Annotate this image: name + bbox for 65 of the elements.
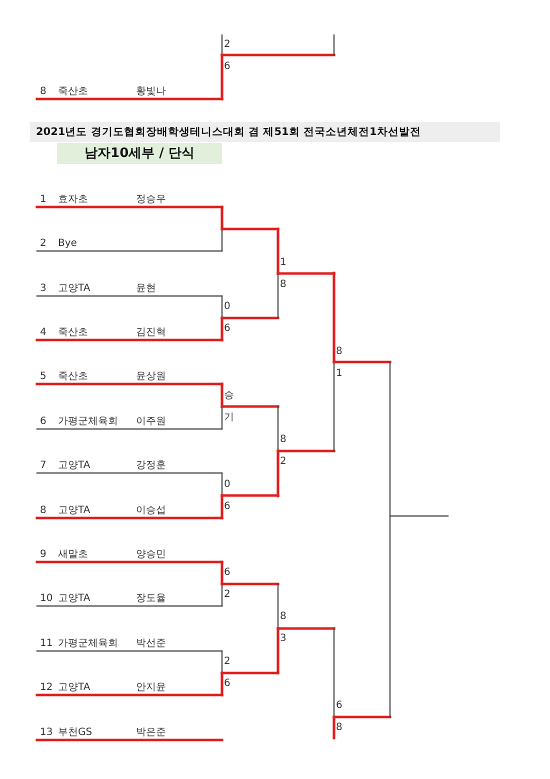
player-name: 윤상원: [136, 371, 166, 383]
match-score: 2: [224, 39, 230, 51]
match-score: 1: [336, 368, 342, 380]
player-name: 이주원: [136, 416, 166, 428]
seed-number: 2: [40, 238, 46, 250]
school-name: 고양TA: [58, 682, 90, 694]
seed-number: 6: [40, 416, 46, 428]
player-name: 황빛나: [136, 86, 166, 98]
seed-number: 7: [40, 460, 46, 472]
tournament-title: 2021년도 경기도협회장배학생테니스대회 겸 제51회 전국소년체전1차선발전: [30, 122, 500, 142]
match-score: 3: [280, 633, 286, 645]
player-name: 김진혁: [136, 327, 166, 339]
player-name: 양승민: [136, 549, 166, 561]
school-name: 죽산초: [58, 371, 88, 383]
match-score: 2: [224, 656, 230, 668]
match-score: 6: [224, 61, 230, 73]
match-score: 8: [280, 279, 286, 291]
match-score: 8: [280, 434, 286, 446]
school-name: 가평군체육회: [58, 638, 118, 650]
seed-number: 13: [40, 727, 53, 739]
school-name: 새말초: [58, 549, 88, 561]
match-score: 8: [336, 346, 342, 358]
seed-number: 1: [40, 194, 46, 206]
school-name: Bye: [58, 238, 77, 250]
match-score: 8: [280, 611, 286, 623]
school-name: 죽산초: [58, 86, 88, 98]
match-score: 6: [224, 567, 230, 579]
seed-number: 8: [40, 86, 46, 98]
player-name: 이승섭: [136, 505, 166, 517]
match-score: 2: [224, 589, 230, 601]
seed-number: 4: [40, 327, 46, 339]
school-name: 죽산초: [58, 327, 88, 339]
school-name: 효자초: [58, 194, 88, 206]
match-score: 0: [224, 479, 230, 491]
player-name: 안지윤: [136, 682, 166, 694]
match-score: 0: [224, 301, 230, 313]
seed-number: 8: [40, 505, 46, 517]
match-score: 1: [280, 257, 286, 269]
school-name: 고양TA: [58, 505, 90, 517]
player-name: 박은준: [136, 727, 166, 739]
player-name: 강정훈: [136, 460, 166, 472]
player-name: 윤현: [136, 283, 156, 295]
category-heading: 남자10세부 / 단식: [57, 143, 222, 164]
seed-number: 3: [40, 283, 46, 295]
seed-number: 5: [40, 371, 46, 383]
match-score: 8: [336, 722, 342, 734]
seed-number: 9: [40, 549, 46, 561]
match-score: 6: [224, 501, 230, 513]
school-name: 가평군체육회: [58, 416, 118, 428]
player-name: 장도율: [136, 593, 166, 605]
match-score: 6: [336, 700, 342, 712]
school-name: 고양TA: [58, 460, 90, 472]
match-score: 6: [224, 323, 230, 335]
match-score: 6: [224, 678, 230, 690]
player-name: 정승우: [136, 194, 166, 206]
match-score: 승: [224, 390, 234, 402]
school-name: 고양TA: [58, 283, 90, 295]
match-score: 2: [280, 456, 286, 468]
seed-number: 10: [40, 593, 53, 605]
seed-number: 12: [40, 682, 53, 694]
match-score: 기: [224, 412, 234, 424]
player-name: 박선준: [136, 638, 166, 650]
school-name: 부천GS: [58, 727, 92, 739]
school-name: 고양TA: [58, 593, 90, 605]
seed-number: 11: [40, 638, 53, 650]
